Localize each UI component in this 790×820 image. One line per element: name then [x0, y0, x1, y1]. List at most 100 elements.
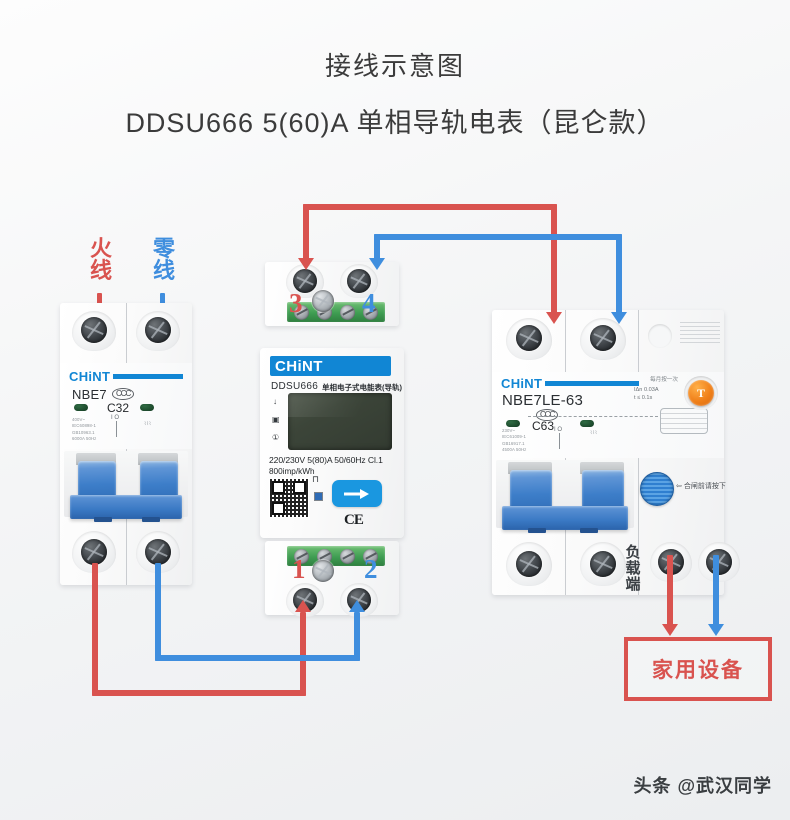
- ganged-handle-bar[interactable]: [70, 495, 182, 519]
- rcd-spec: IΔn 0.03A t ≤ 0.1s: [634, 387, 659, 402]
- rcd-knob-label: ⇦ 合闸前请按下: [676, 481, 726, 491]
- meter-lcd-display: [288, 393, 392, 450]
- bottom-blue-riser: [354, 612, 360, 661]
- title-line-1: 接线示意图: [324, 51, 465, 81]
- top-blue-horizontal-wire: [374, 234, 622, 240]
- terminal-screw-top-right[interactable]: [145, 317, 171, 343]
- bottom-red-left-drop: [92, 563, 98, 696]
- green-screw[interactable]: [363, 304, 378, 320]
- terminal-well-bottom-left[interactable]: [72, 531, 116, 573]
- load-terminal-well-live[interactable]: [650, 542, 692, 582]
- rcd-reset-knob[interactable]: [640, 472, 674, 506]
- left-breaker-brandrow: CHiNT: [69, 369, 183, 384]
- terminal-screw-bottom-right[interactable]: [590, 551, 616, 577]
- coil-symbol-icon: ⌇⌇⌇: [144, 421, 152, 427]
- meter-description: 单相电子式电能表(导轨): [322, 383, 402, 392]
- top-red-left-drop: [303, 204, 309, 260]
- meter-bottom-terminal-block[interactable]: [287, 546, 385, 566]
- status-led-right-pole: [140, 404, 154, 411]
- status-led-left-pole: [506, 420, 520, 427]
- load-blue-arrow: [708, 624, 724, 636]
- meter-top-terminal-block[interactable]: [287, 302, 385, 322]
- meter-cover-screw-bottom[interactable]: [312, 560, 334, 582]
- terminal-well-top-right[interactable]: [136, 311, 180, 351]
- left-breaker-rating: C32: [107, 401, 130, 415]
- right-breaker-body[interactable]: CHiNT NBE7LE-63 CCC C63 230V~ IEC61009-1…: [492, 310, 740, 595]
- terminal-well-bottom-right[interactable]: [580, 542, 626, 586]
- right-breaker-fineprint: 230V~ IEC61009-1 GB16917.1 4500A 50Hz: [502, 428, 527, 453]
- meter-qr-code: [269, 478, 309, 518]
- load-red-arrow: [662, 624, 678, 636]
- top-blue-arrow-into-terminal-4: [369, 258, 385, 270]
- io-arrow-line: [559, 433, 560, 449]
- green-screw[interactable]: [340, 304, 355, 320]
- terminal-screw-top-right[interactable]: [590, 325, 616, 351]
- pulse-wave-icon: ⊓: [312, 474, 320, 484]
- meter-function-button[interactable]: [332, 480, 382, 507]
- terminal-screw-bottom-left[interactable]: [81, 539, 107, 565]
- pulse-led-indicator: [314, 492, 323, 501]
- meter-body[interactable]: CHiNT DDSU666 单相电子式电能表(导轨) ↓ ▣ ① 220/230…: [260, 348, 404, 538]
- handle-notch-right: [142, 517, 160, 522]
- vent-slots-icon: [680, 322, 720, 346]
- handle-notch-left: [94, 517, 112, 522]
- rcd-reset-hole: [648, 324, 672, 348]
- bottom-red-riser: [300, 612, 306, 696]
- terminal-screw-top-left[interactable]: [81, 317, 107, 343]
- coil-symbol-icon: ⌇⌇⌇: [590, 430, 598, 436]
- footer-watermark: 头条 @武汉同学: [633, 776, 772, 796]
- top-blue-arrow-into-breaker: [611, 312, 627, 324]
- load-blue-wire: [713, 555, 719, 627]
- meter-terminal-number-4: 4: [362, 288, 376, 318]
- left-breaker-body[interactable]: CHiNT NBE7 CCC C32 400V~ IEC60898-1 GB10…: [60, 303, 192, 585]
- terminal-screw-bottom-left[interactable]: [516, 551, 542, 577]
- meter-brand-text: CHiNT: [275, 357, 323, 375]
- bottom-red-arrow-into-terminal-1: [295, 600, 311, 612]
- terminal-screw-top-left[interactable]: [516, 325, 542, 351]
- io-marking: I O: [554, 427, 563, 433]
- right-breaker-model: NBE7LE-63: [502, 392, 584, 409]
- terminal-well-top-left[interactable]: [72, 311, 116, 351]
- load-red-wire: [667, 555, 673, 627]
- right-arrow-icon: [344, 488, 369, 499]
- meter-terminal-number-3: 3: [289, 288, 303, 318]
- live-wire-label: 火线: [89, 236, 112, 284]
- terminal-well-top-right[interactable]: [580, 318, 626, 360]
- load-terminal-screw-neutral[interactable]: [706, 549, 732, 575]
- meter-terminal-number-2: 2: [364, 554, 378, 584]
- top-red-horizontal-wire: [303, 204, 557, 210]
- title-line-2: DDSU666 5(60)A 单相导轨电表（昆仑款）: [125, 108, 665, 138]
- load-terminal-well-neutral[interactable]: [698, 542, 740, 582]
- terminal-well-top-left[interactable]: [506, 318, 552, 360]
- meter-terminal-number-1: 1: [292, 554, 306, 584]
- load-side-label: 负载端: [625, 544, 641, 594]
- top-blue-left-drop: [374, 234, 380, 260]
- terminal-well-bottom-left[interactable]: [506, 542, 552, 586]
- status-led-right-pole: [580, 420, 594, 427]
- rcd-coil-symbol-icon: [660, 408, 708, 434]
- ccc-cert-icon: CCC: [536, 409, 559, 421]
- terminal-screw-bottom-right[interactable]: [145, 539, 171, 565]
- square-icon: ▣: [272, 415, 280, 424]
- green-screw[interactable]: [363, 548, 378, 564]
- left-breaker-label-area: CHiNT NBE7 CCC C32 400V~ IEC60898-1 GB10…: [60, 363, 192, 449]
- meter-terminal-screw-4[interactable]: [347, 269, 371, 293]
- ganged-handle-bar[interactable]: [502, 506, 628, 530]
- left-breaker-fineprint: 400V~ IEC60898-1 GB10963.1 6000A 50Hz: [72, 417, 97, 442]
- rcd-test-note: 每月按一次: [650, 377, 678, 383]
- meter-cover-screw-top[interactable]: [312, 290, 334, 312]
- io-marking: I O: [111, 415, 120, 421]
- right-breaker-brandrow: CHiNT: [501, 376, 639, 391]
- rcd-test-button[interactable]: T: [688, 380, 714, 406]
- top-red-arrow-into-breaker: [546, 312, 562, 324]
- green-screw[interactable]: [294, 304, 309, 320]
- meter-terminal-screw-3[interactable]: [293, 269, 317, 293]
- brand-logo-text: CHiNT: [501, 376, 543, 391]
- bottom-blue-arrow-into-terminal-2: [349, 600, 365, 612]
- right-breaker-rating: C63: [532, 419, 555, 433]
- green-screw[interactable]: [340, 548, 355, 564]
- bottom-blue-horizontal-wire: [155, 655, 360, 661]
- green-screw[interactable]: [294, 548, 309, 564]
- io-arrow-line: [116, 421, 117, 437]
